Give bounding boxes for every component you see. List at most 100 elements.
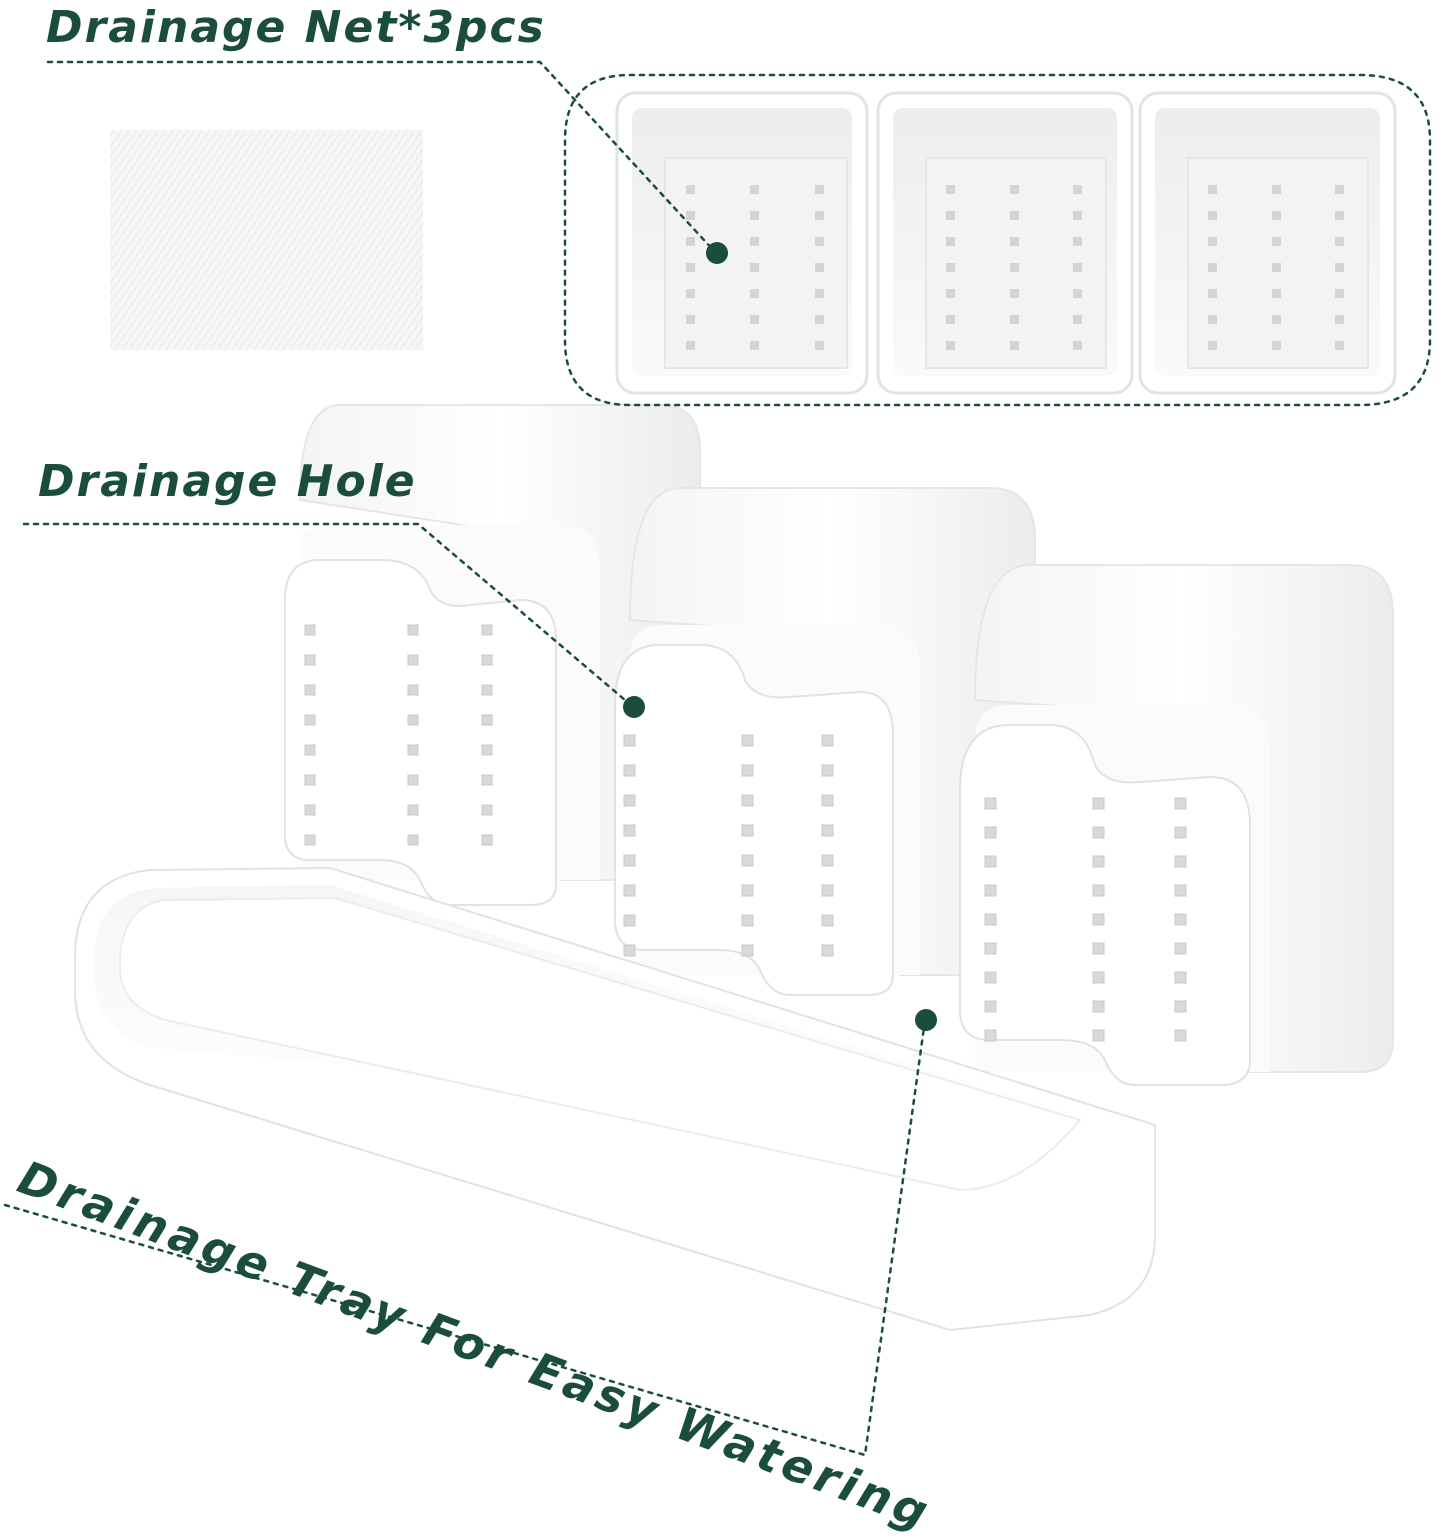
drainage-hole <box>1092 1029 1105 1042</box>
drainage-hole <box>821 734 834 747</box>
drainage-hole <box>1092 971 1105 984</box>
drainage-hole <box>815 263 824 272</box>
drainage-hole <box>1335 315 1344 324</box>
dot-marker-icon <box>706 242 728 264</box>
drainage-hole <box>1208 341 1217 350</box>
drainage-hole <box>1335 211 1344 220</box>
drainage-hole <box>304 624 316 636</box>
drainage-hole <box>1092 797 1105 810</box>
drainage-hole <box>946 237 955 246</box>
drainage-hole <box>1208 263 1217 272</box>
drainage-hole <box>750 315 759 324</box>
drainage-hole <box>481 774 493 786</box>
product-photo: Drainage Net*3pcs Drainage Hole Drainage… <box>3 2 1432 1540</box>
drainage-hole <box>304 654 316 666</box>
drainage-hole <box>815 315 824 324</box>
drainage-hole <box>407 624 419 636</box>
drainage-hole <box>821 764 834 777</box>
drainage-hole <box>407 834 419 846</box>
drainage-hole <box>1272 315 1281 324</box>
drainage-hole <box>1092 855 1105 868</box>
drainage-hole <box>1174 884 1187 897</box>
drainage-hole <box>1174 855 1187 868</box>
drainage-hole <box>623 824 636 837</box>
callout-markers <box>623 242 937 1031</box>
drainage-hole <box>1174 971 1187 984</box>
pot-right <box>959 564 1394 1086</box>
drainage-hole <box>304 804 316 816</box>
hole-leader-line <box>22 522 634 708</box>
drainage-hole <box>481 654 493 666</box>
drainage-hole <box>1092 942 1105 955</box>
drainage-hole <box>984 1029 997 1042</box>
drainage-hole <box>623 884 636 897</box>
drainage-hole <box>304 744 316 756</box>
drainage-hole <box>1092 913 1105 926</box>
drainage-hole <box>407 774 419 786</box>
drainage-hole <box>481 744 493 756</box>
drainage-hole <box>1208 237 1217 246</box>
drainage-hole <box>821 794 834 807</box>
drainage-hole <box>1092 1000 1105 1013</box>
drainage-hole <box>741 764 754 777</box>
drainage-hole <box>750 237 759 246</box>
drainage-hole <box>741 854 754 867</box>
drainage-hole <box>750 289 759 298</box>
drainage-hole <box>1335 289 1344 298</box>
drainage-hole <box>623 764 636 777</box>
drainage-hole <box>623 734 636 747</box>
drainage-hole <box>741 914 754 927</box>
drainage-hole <box>1272 263 1281 272</box>
drainage-hole <box>481 804 493 816</box>
product-illustration <box>3 60 1432 1457</box>
drainage-hole <box>1010 237 1019 246</box>
side-drainage-holes <box>304 624 1187 1042</box>
drainage-hole <box>686 289 695 298</box>
drainage-hole <box>750 263 759 272</box>
drainage-hole <box>1073 315 1082 324</box>
drainage-hole <box>741 734 754 747</box>
drainage-hole <box>1335 341 1344 350</box>
top-pot-3 <box>1138 91 1397 395</box>
drainage-hole <box>686 341 695 350</box>
drainage-hole <box>1208 211 1217 220</box>
drainage-hole <box>1010 341 1019 350</box>
drainage-hole <box>407 744 419 756</box>
drainage-hole <box>1073 289 1082 298</box>
drainage-hole <box>821 944 834 957</box>
drainage-net-swatch <box>110 130 423 350</box>
drainage-hole <box>1174 1029 1187 1042</box>
drainage-hole <box>407 714 419 726</box>
net-leader-line <box>46 60 717 254</box>
drainage-hole <box>1174 913 1187 926</box>
drainage-hole <box>821 884 834 897</box>
drainage-hole <box>481 684 493 696</box>
drainage-hole <box>946 341 955 350</box>
drainage-hole <box>741 884 754 897</box>
drainage-hole <box>1073 185 1082 194</box>
drainage-hole <box>984 1000 997 1013</box>
drainage-hole <box>815 289 824 298</box>
drainage-hole <box>623 854 636 867</box>
drainage-hole <box>1272 211 1281 220</box>
drainage-hole <box>821 914 834 927</box>
drainage-hole <box>946 185 955 194</box>
drainage-hole <box>984 855 997 868</box>
drainage-hole <box>1272 289 1281 298</box>
top-pots-view <box>615 91 1397 395</box>
drainage-hole <box>1335 263 1344 272</box>
drainage-hole <box>1010 289 1019 298</box>
drainage-hole <box>1174 797 1187 810</box>
drainage-hole <box>481 834 493 846</box>
drainage-hole <box>1092 884 1105 897</box>
drainage-hole <box>984 826 997 839</box>
drainage-hole <box>304 714 316 726</box>
drainage-hole <box>821 824 834 837</box>
drainage-hole <box>407 654 419 666</box>
top-pot-holes <box>686 185 1344 350</box>
drainage-hole <box>946 289 955 298</box>
drainage-hole <box>686 263 695 272</box>
drainage-hole <box>984 913 997 926</box>
drainage-hole <box>750 211 759 220</box>
drainage-hole <box>815 211 824 220</box>
